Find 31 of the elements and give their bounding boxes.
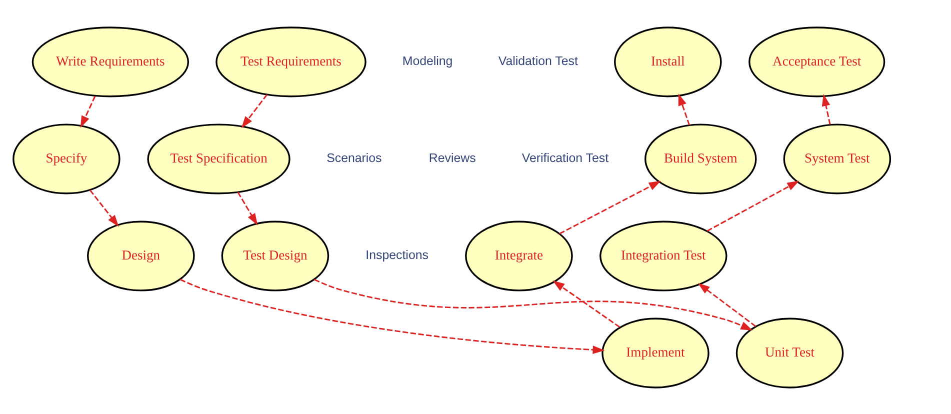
arrow — [180, 278, 605, 354]
node-ellipse: Design — [87, 220, 195, 291]
node-ellipse: Specify — [12, 123, 120, 194]
label: Scenarios — [326, 150, 382, 165]
arrow — [698, 282, 756, 326]
arrow — [678, 93, 690, 125]
arrow — [237, 191, 258, 225]
arrow — [706, 180, 800, 232]
node-ellipse: Test Design — [221, 220, 330, 291]
node-ellipse: Build System — [644, 123, 757, 194]
label: Modeling — [402, 54, 453, 68]
arrow — [314, 278, 753, 330]
label: Verification Test — [522, 150, 609, 165]
node-ellipse: Write Requirements — [32, 26, 190, 97]
arrow — [559, 180, 661, 234]
node-ellipse: System Test — [783, 123, 892, 194]
label: Reviews — [428, 150, 476, 165]
node-ellipse: Test Requirements — [216, 26, 366, 97]
arrow — [241, 94, 268, 128]
arrow — [89, 189, 119, 226]
node-ellipse: Implement — [602, 317, 710, 388]
node-ellipse: Acceptance Test — [748, 26, 886, 97]
node-ellipse: Test Specification — [147, 123, 290, 194]
arrow — [822, 94, 831, 124]
node-ellipse: Unit Test — [736, 317, 844, 388]
label: Validation Test — [498, 54, 578, 68]
node-ellipse: Install — [614, 26, 722, 97]
node-ellipse: Integration Test — [600, 220, 728, 291]
arrow — [80, 95, 96, 128]
arrow — [552, 280, 620, 328]
label: Inspections — [366, 248, 428, 262]
